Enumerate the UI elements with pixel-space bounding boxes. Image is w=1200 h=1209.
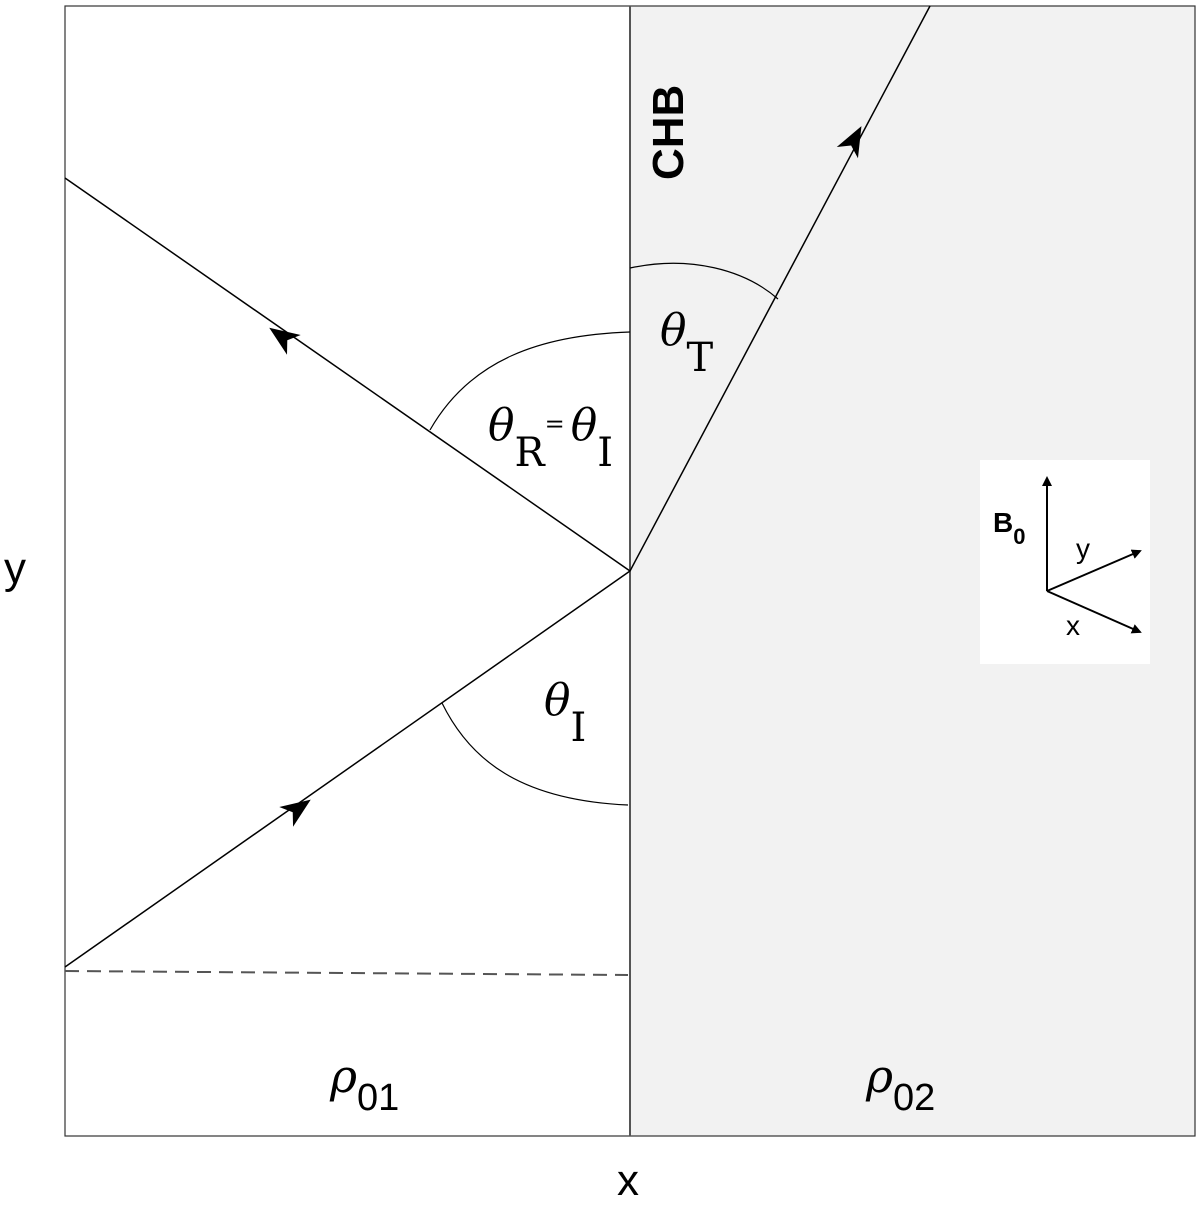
reflected-arrow: [269, 327, 301, 355]
left-region: [65, 6, 630, 1136]
incident-angle-label: θI: [544, 675, 586, 751]
transmitted-arrow: [836, 126, 862, 159]
coordinate-inset: B0 y x: [980, 460, 1150, 664]
transmitted-angle-label: θT: [660, 305, 714, 381]
transmitted-ray: [629, 5, 931, 572]
reflected-angle-label: θR=θI: [488, 400, 613, 476]
b0-label: B0: [993, 507, 1025, 549]
left-density-label: ρ01: [329, 1049, 399, 1119]
dashed-reference-line: [64, 970, 629, 976]
incident-angle-arc: [441, 702, 629, 806]
transmitted-angle-arc: [629, 262, 779, 300]
x-axis-label: x: [617, 1156, 639, 1205]
reflected-angle-arc: [429, 331, 631, 431]
y-axis-label: y: [4, 544, 26, 593]
boundary-label: CHB: [644, 85, 693, 180]
inset-x-arrow: [1046, 590, 1142, 634]
inset-y-arrow: [1046, 549, 1142, 592]
inset-y-label: y: [1076, 533, 1090, 564]
inset-x-label: x: [1066, 610, 1080, 641]
incident-arrow: [279, 799, 311, 827]
right-density-label: ρ02: [865, 1049, 935, 1119]
incident-ray: [64, 570, 631, 968]
reflected-ray: [64, 177, 631, 572]
